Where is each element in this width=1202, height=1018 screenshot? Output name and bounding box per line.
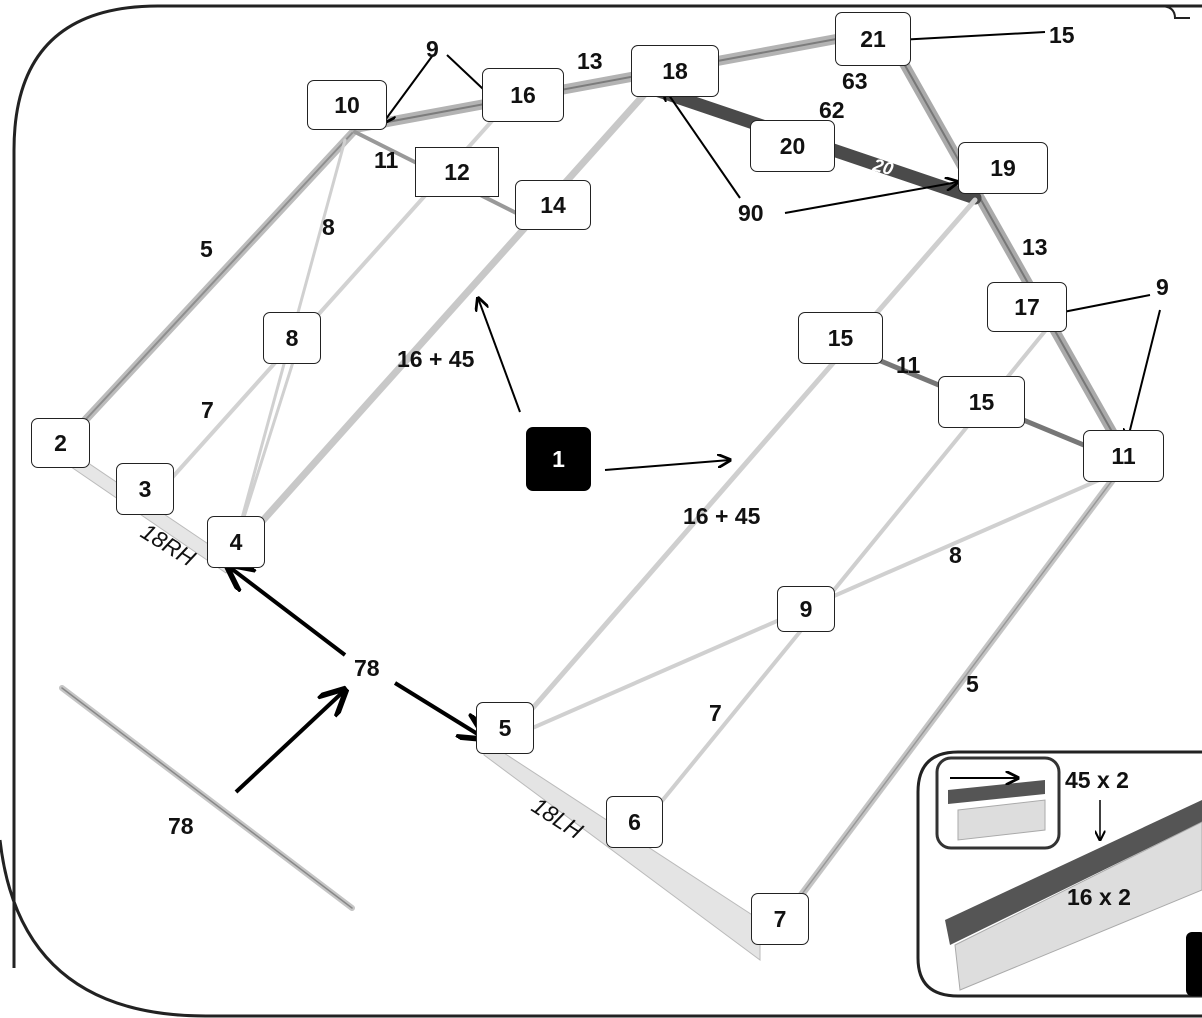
label-9-right: 9 — [1156, 274, 1169, 300]
arrow-78-to-5 — [393, 681, 484, 738]
label-16-45-left: 16 + 45 — [397, 346, 475, 372]
label-9-top: 9 — [426, 36, 439, 62]
inset-label-45x2: 45 x 2 — [1065, 767, 1129, 793]
part-7-box: 7 — [751, 893, 809, 945]
inset-label-16x2: 16 x 2 — [1067, 884, 1131, 910]
part-6-box: 6 — [606, 796, 663, 848]
part-5-box: 5 — [476, 702, 534, 754]
label-7-left: 7 — [201, 397, 214, 423]
arrow-15-to-21 — [898, 31, 1046, 40]
part-2-box: 2 — [31, 418, 90, 468]
panel-border-outer — [0, 839, 1202, 1018]
label-15-top: 15 — [1049, 22, 1075, 48]
arrow-90-to-18 — [664, 88, 741, 199]
part-14-box: 14 — [515, 180, 591, 230]
panel-corner — [1159, 5, 1190, 19]
part-12-box: 12 — [415, 147, 499, 197]
bar-glazing-1 — [228, 84, 654, 559]
part-9-box: 9 — [777, 586, 835, 632]
label-63: 63 — [842, 68, 868, 94]
label-62: 62 — [819, 97, 845, 123]
inset-black-tab — [1186, 932, 1202, 996]
arrow-9-to-10 — [383, 54, 434, 123]
arrow-78-to-4 — [228, 566, 347, 657]
arrow-1-to-right-bar — [604, 460, 730, 471]
part-15a-box: 15 — [798, 312, 883, 364]
label-16-45-mid: 16 + 45 — [683, 503, 761, 529]
panel-border — [12, 4, 1202, 968]
part-17-box: 17 — [987, 282, 1067, 332]
label-5-right: 5 — [966, 671, 979, 697]
part-10-box: 10 — [307, 80, 387, 130]
inset-profile-light — [954, 821, 1202, 991]
label-78-bottom: 78 — [168, 813, 194, 839]
rail-18lh — [483, 739, 761, 961]
part-20-box: 20 — [750, 120, 835, 172]
arrow-90-to-19 — [784, 182, 958, 214]
label-8-left: 8 — [322, 214, 335, 240]
label-8-right: 8 — [949, 542, 962, 568]
arrow-1-to-left-bar — [478, 298, 521, 413]
label-13-top: 13 — [577, 48, 603, 74]
part-3-box: 3 — [116, 463, 174, 515]
part-4-box: 4 — [207, 516, 265, 568]
arrow-9-to-11 — [1127, 309, 1161, 442]
part-1-box: 1 — [526, 427, 591, 491]
part-19-box: 19 — [958, 142, 1048, 194]
bar-glazing-3 — [502, 197, 978, 743]
part-18-box: 18 — [631, 45, 719, 97]
inset-profile-dark — [945, 800, 1202, 945]
label-11-top: 11 — [374, 147, 399, 173]
label-5-left: 5 — [200, 236, 213, 262]
part-8-box: 8 — [263, 312, 321, 364]
arrow-78-bottom-up — [234, 690, 345, 794]
part-16-box: 16 — [482, 68, 564, 122]
part-21-box: 21 — [835, 12, 911, 66]
part-15b-box: 15 — [938, 376, 1025, 428]
label-13-right: 13 — [1022, 234, 1048, 260]
label-11-mid: 11 — [896, 352, 921, 378]
part-11-box: 11 — [1083, 430, 1164, 482]
label-7-mid: 7 — [709, 700, 722, 726]
label-78-center: 78 — [354, 655, 380, 681]
label-90: 90 — [738, 200, 764, 226]
